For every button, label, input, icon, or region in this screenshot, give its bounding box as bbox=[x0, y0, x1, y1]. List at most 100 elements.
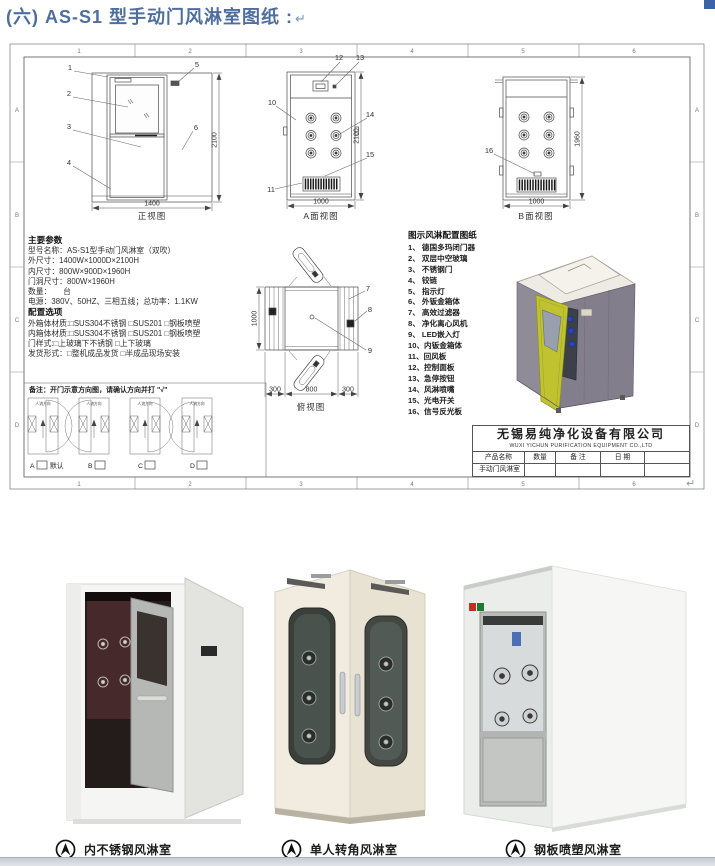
caption-text: 内不锈钢风淋室 bbox=[84, 842, 172, 857]
window-corner-accent bbox=[704, 0, 715, 9]
photo-corner-air-shower[interactable] bbox=[253, 556, 447, 836]
caption-corner: 单人转角风淋室 bbox=[281, 838, 398, 860]
door-option-checkbox-d[interactable] bbox=[196, 460, 208, 470]
sheet-border bbox=[9, 43, 705, 490]
grid-col-ref: 2 bbox=[188, 49, 192, 55]
photo-painted-air-shower[interactable] bbox=[450, 556, 696, 836]
tblock-header-remark: 备 注 bbox=[556, 452, 601, 464]
a-view-labels: 12 13 10 14 15 11 1000 2100 A面视图 bbox=[267, 53, 374, 221]
caption-text: 单人转角风淋室 bbox=[310, 842, 398, 857]
parts-item: 13、急停按钮 bbox=[408, 373, 455, 383]
top-view-label: 俯视图 bbox=[297, 402, 326, 412]
parts-item: 2、 双层中空玻璃 bbox=[408, 253, 468, 263]
spec-row: 外尺寸：1400W×1000D×2100H bbox=[28, 256, 139, 266]
callout-number: 2 bbox=[67, 89, 71, 98]
dim-top-800: 800 bbox=[306, 387, 318, 394]
flow-direction-label: 人流方向 bbox=[137, 401, 152, 406]
door-diagram-b: 人流方向 bbox=[64, 397, 110, 455]
spec-row: 电源：380V、50HZ、三相五线；总功率：1.1KW bbox=[28, 297, 198, 307]
a-view-linework bbox=[274, 61, 368, 209]
callout-number: 15 bbox=[366, 150, 374, 159]
callout-number: 3 bbox=[67, 122, 71, 131]
callout-number: 12 bbox=[335, 53, 343, 62]
lower-door-panel bbox=[482, 737, 544, 803]
parts-list-block: 图示风淋配置图纸 1、 德国多玛闭门器 2、 双层中空玻璃 3、 不锈钢门 4、… bbox=[408, 230, 477, 417]
parts-item: 11、回风板 bbox=[408, 351, 447, 361]
grid-references: 1 2 3 4 5 6 1 2 3 4 5 6 A B C D A B C D bbox=[15, 49, 700, 488]
a-view-nozzles bbox=[305, 112, 342, 159]
paragraph-return-icon: ↵ bbox=[295, 11, 307, 26]
side-control-box bbox=[201, 646, 217, 656]
grid-col-ref: 4 bbox=[410, 482, 414, 488]
tblock-header-product: 产品名称 bbox=[473, 452, 525, 464]
right-door-handle bbox=[354, 673, 361, 717]
title-block: 无锡易纯净化设备有限公司 WUXI YICHUN PURIFICATION EQ… bbox=[472, 425, 690, 477]
door-option-tag: 默认 bbox=[50, 461, 64, 470]
interior-nozzles bbox=[97, 636, 131, 688]
tblock-cell-blank bbox=[601, 464, 645, 476]
callout-number: 9 bbox=[368, 346, 372, 355]
parts-item: 4、 铰链 bbox=[408, 275, 438, 285]
door-option-checkbox-a[interactable] bbox=[36, 460, 48, 470]
callout-number: 11 bbox=[267, 185, 275, 194]
top-view-door-upper bbox=[292, 247, 324, 283]
top-view-labels: 7 8 9 300 800 300 1000 俯视图 bbox=[252, 284, 373, 412]
interior-nozzles bbox=[493, 664, 539, 727]
paragraph-return-icon: ↵ bbox=[686, 478, 696, 490]
mid-rail bbox=[480, 731, 546, 738]
grid-row-ref: D bbox=[695, 423, 700, 429]
iso-render bbox=[516, 255, 636, 413]
grid-col-ref: 1 bbox=[77, 482, 81, 488]
grid-row-ref: C bbox=[695, 318, 700, 324]
parts-item: 3、 不锈钢门 bbox=[408, 264, 453, 274]
callout-number: 16 bbox=[485, 146, 493, 155]
b-view-linework bbox=[493, 76, 585, 209]
top-view-linework bbox=[256, 247, 368, 397]
dim-top-300-right: 300 bbox=[342, 387, 354, 394]
right-glass-nozzles bbox=[378, 656, 394, 750]
section-heading: (六) AS-S1 型手动门风淋室图纸 :↵ bbox=[6, 3, 307, 29]
parts-item: 12、控制面板 bbox=[408, 362, 455, 372]
grid-col-ref: 5 bbox=[521, 49, 525, 55]
dim-front-height: 2100 bbox=[212, 132, 219, 148]
interior-sticker bbox=[512, 632, 521, 646]
door-option-checkbox-b[interactable] bbox=[94, 460, 106, 470]
company-name-cn: 无锡易纯净化设备有限公司 bbox=[496, 427, 665, 441]
door-option-checkbox-c[interactable] bbox=[144, 460, 156, 470]
caption-text: 钢板喷塑风淋室 bbox=[534, 842, 622, 857]
callout-number: 5 bbox=[195, 60, 199, 69]
door-option-key: C bbox=[138, 463, 143, 470]
drawing-sheet-image[interactable]: 1 2 3 4 5 6 1 2 3 4 5 6 A B C D A B C D bbox=[8, 28, 707, 510]
dim-b-height: 1960 bbox=[575, 131, 582, 147]
door-option-key: D bbox=[190, 463, 195, 470]
b-view-nozzles bbox=[518, 111, 555, 159]
dim-top-300-left: 300 bbox=[269, 387, 281, 394]
door-option-row: A 默认 B C D bbox=[30, 460, 208, 470]
grid-col-ref: 1 bbox=[77, 49, 81, 55]
grid-row-ref: C bbox=[15, 318, 20, 324]
tblock-header-date: 日 期 bbox=[601, 452, 645, 464]
section-heading-text: (六) AS-S1 型手动门风淋室图纸 : bbox=[6, 7, 293, 27]
door-handle bbox=[136, 695, 168, 701]
front-view-labels: 1 2 3 4 5 6 1400 2100 正视图 bbox=[67, 60, 219, 221]
parts-item: 9、 LED嵌入灯 bbox=[408, 330, 460, 340]
grid-col-ref: 3 bbox=[299, 482, 303, 488]
callout-number: 14 bbox=[366, 110, 374, 119]
parts-heading: 图示风淋配置图纸 bbox=[408, 230, 477, 240]
callout-number: 13 bbox=[356, 53, 364, 62]
tblock-cell-blank bbox=[525, 464, 556, 476]
door-diagram-c: 人流方向 bbox=[129, 397, 174, 455]
dim-b-width: 1000 bbox=[529, 199, 545, 206]
left-glass-nozzles bbox=[301, 650, 317, 744]
parts-item: 7、 高效过滤器 bbox=[408, 308, 460, 318]
flow-direction-label: 人流方向 bbox=[35, 401, 50, 406]
callout-number: 6 bbox=[194, 123, 198, 132]
window-bottom-bar bbox=[0, 857, 715, 866]
company-name-en: WUXI YICHUN PURIFICATION EQUIPMENT CO.,L… bbox=[509, 443, 653, 449]
config-row: 内箱体材质:□SUS304不锈钢 □SUS201 □钢板喷塑 bbox=[28, 328, 201, 338]
b-view-labels: 16 1000 1960 B面视图 bbox=[485, 131, 582, 221]
door-option-key: B bbox=[88, 463, 93, 470]
specs-heading: 主要参数 bbox=[28, 235, 63, 245]
door-closers bbox=[287, 574, 409, 595]
photo-stainless-air-shower[interactable] bbox=[33, 556, 251, 836]
